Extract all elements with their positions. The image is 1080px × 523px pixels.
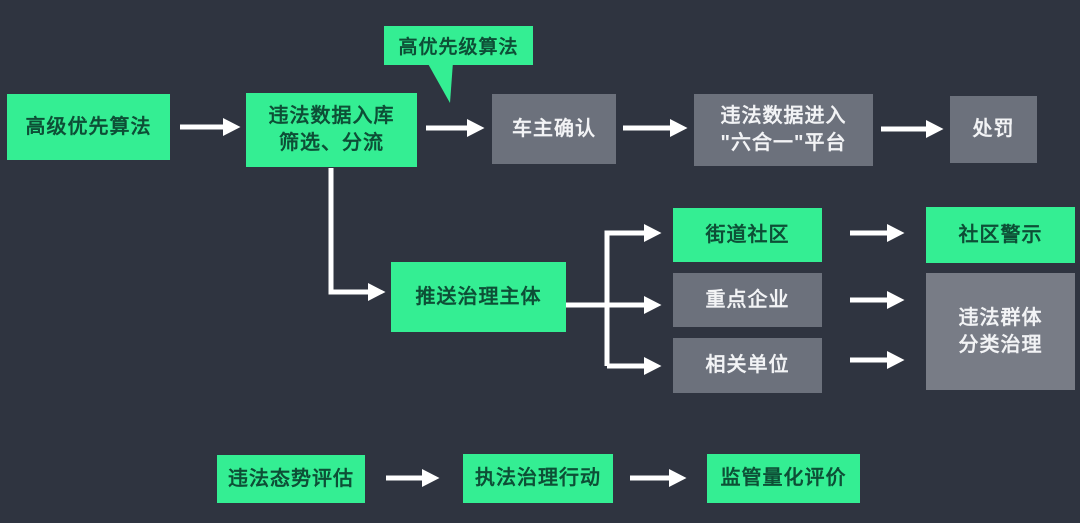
node-advanced-priority-algorithm: 高级优先算法 — [7, 94, 170, 160]
callout-tail — [427, 62, 453, 103]
arrow-push-branch-top — [604, 224, 662, 366]
callout-high-priority-algorithm: 高优先级算法 — [384, 26, 533, 65]
node-regulatory-quantitative-evaluation: 监管量化评价 — [707, 454, 860, 503]
node-punishment: 处罚 — [950, 96, 1037, 163]
node-community-warning: 社区警示 — [926, 207, 1075, 263]
node-platform-entry: 违法数据进入 "六合一"平台 — [694, 94, 873, 166]
node-related-unit: 相关单位 — [673, 338, 822, 393]
node-enforcement-governance-action: 执法治理行动 — [463, 454, 613, 503]
node-illegal-data-intake: 违法数据入库 筛选、分流 — [246, 93, 417, 167]
node-illegal-group-governance: 违法群体 分类治理 — [926, 273, 1075, 390]
node-push-governance-subjects: 推送治理主体 — [391, 262, 566, 332]
node-owner-confirmation: 车主确认 — [492, 94, 616, 164]
arrow-intake-to-push — [328, 168, 386, 302]
node-illegal-situation-assessment: 违法态势评估 — [217, 455, 365, 503]
node-key-enterprise: 重点企业 — [673, 273, 822, 327]
node-street-community: 街道社区 — [673, 208, 822, 262]
